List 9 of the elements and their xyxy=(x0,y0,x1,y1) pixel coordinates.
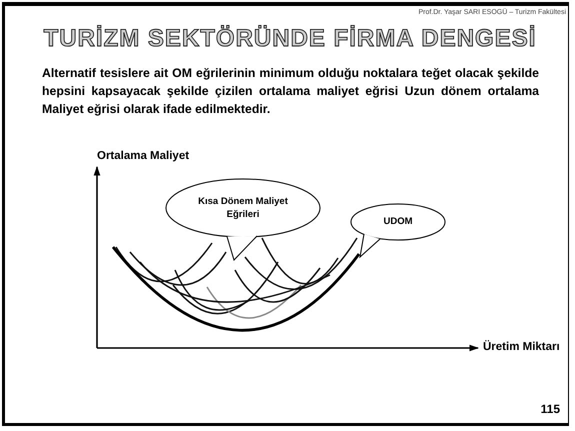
x-axis-label: Üretim Miktarı xyxy=(483,341,561,353)
bubble-text: Kısa Dönem Maliyet Eğrileri xyxy=(197,194,289,222)
slide-title: TURİZM SEKTÖRÜNDE FİRMA DENGESİ xyxy=(42,25,538,53)
speech-bubble xyxy=(350,203,447,258)
bubble-text: UDOM xyxy=(382,215,414,230)
page-number: 115 xyxy=(540,402,560,416)
description-paragraph: Alternatif tesislere ait OM eğrilerinin minimum olduğu noktalara teğet olacak şekilde hepsini kapsayacak şekilde çizilen ortalama maliyet eğrisi Uzun dönem ortalama Maliyet eğrisi olarak ifade edilmektedir. xyxy=(42,65,539,118)
y-axis-label: Ortalama Maliyet xyxy=(97,150,190,162)
speech-bubble xyxy=(165,178,321,262)
